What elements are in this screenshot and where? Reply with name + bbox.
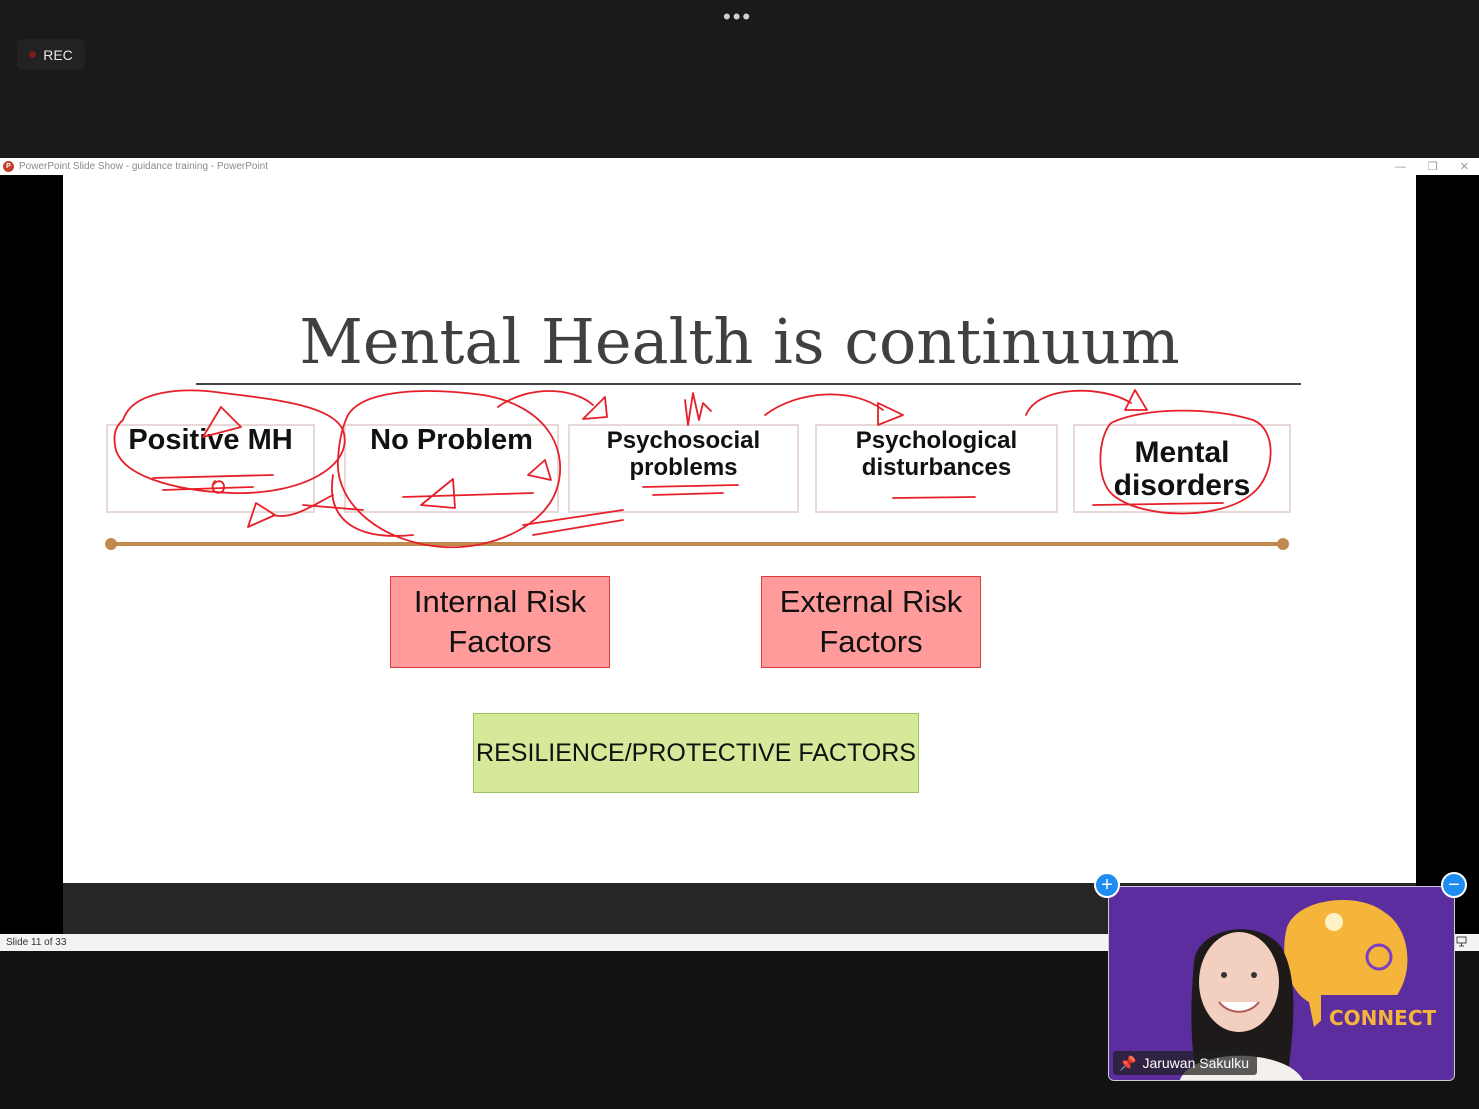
rec-label: REC <box>43 46 73 63</box>
minimize-video-button[interactable]: − <box>1441 872 1467 898</box>
stage-box-mental-disorders: Mental disorders <box>1073 424 1291 513</box>
expand-video-button[interactable]: + <box>1094 872 1120 898</box>
slide[interactable]: Mental Health is continuum Positive MH N… <box>63 175 1416 883</box>
stage-label: Psychological disturbances <box>855 427 1018 481</box>
ink-arc-1 <box>497 390 594 408</box>
stage-box-psychosocial-problems: Psychosocial problems <box>568 424 799 513</box>
minimize-button[interactable]: — <box>1394 160 1406 173</box>
external-risk-label: External Risk Factors <box>779 584 963 659</box>
presenter-view-icon[interactable] <box>1456 936 1467 947</box>
stage-label: No Problem <box>370 423 533 456</box>
ink-arrow-head-6 <box>877 402 904 426</box>
powerpoint-title-bar: P PowerPoint Slide Show - guidance train… <box>0 158 1479 175</box>
internal-risk-box: Internal Risk Factors <box>390 576 610 668</box>
ink-arc-2 <box>764 393 884 416</box>
resilience-box: RESILIENCE/PROTECTIVE FACTORS <box>473 713 919 793</box>
ink-arrow-head-7 <box>1124 389 1148 411</box>
close-button[interactable]: ✕ <box>1459 161 1469 173</box>
ink-strike-2 <box>532 519 624 536</box>
participant-name: Jaruwan Sakulku <box>1142 1055 1250 1071</box>
person-face <box>1199 932 1279 1032</box>
stage-label: Positive MH <box>128 423 293 456</box>
stage-box-positive-mh: Positive MH <box>106 424 315 513</box>
more-options-icon[interactable]: ••• <box>723 4 753 29</box>
stage-box-no-problem: No Problem <box>344 424 559 513</box>
stage-box-psychological-disturbances: Psychological disturbances <box>815 424 1058 513</box>
stage-label: Psychosocial problems <box>606 427 761 481</box>
slide-counter: Slide 11 of 33 <box>6 937 67 948</box>
continuum-line <box>110 542 1288 546</box>
participant-video-feed: CONNECT <box>1109 887 1454 1080</box>
window-controls: — ❐ ✕ <box>1395 158 1469 175</box>
background-brand-text: CONNECT <box>1329 1006 1436 1030</box>
ink-arc-3 <box>1025 389 1132 416</box>
participant-name-tag: 📌 Jaruwan Sakulku <box>1113 1051 1258 1075</box>
participant-video[interactable]: CONNECT 📌 Jaruwan Sakulku <box>1108 886 1455 1081</box>
recording-indicator[interactable]: REC <box>17 39 85 70</box>
record-dot-icon <box>29 51 37 58</box>
internal-risk-label: Internal Risk Factors <box>413 584 587 659</box>
window-title: PowerPoint Slide Show - guidance trainin… <box>19 161 269 172</box>
powerpoint-logo-icon: P <box>3 161 14 172</box>
ink-squiggle <box>684 392 712 426</box>
stage-label: Mental disorders <box>1113 435 1251 502</box>
slide-title: Mental Health is continuum <box>299 305 1180 378</box>
continuum-start-dot <box>105 538 117 550</box>
meeting-top-bar: ••• REC <box>0 0 1479 158</box>
external-risk-box: External Risk Factors <box>761 576 981 668</box>
continuum-end-dot <box>1277 538 1289 550</box>
resilience-label: RESILIENCE/PROTECTIVE FACTORS <box>476 738 916 767</box>
pin-icon: 📌 <box>1119 1054 1137 1071</box>
restore-button[interactable]: ❐ <box>1427 161 1438 173</box>
ink-arrow-head-5 <box>582 396 608 420</box>
title-underline <box>196 383 1301 385</box>
